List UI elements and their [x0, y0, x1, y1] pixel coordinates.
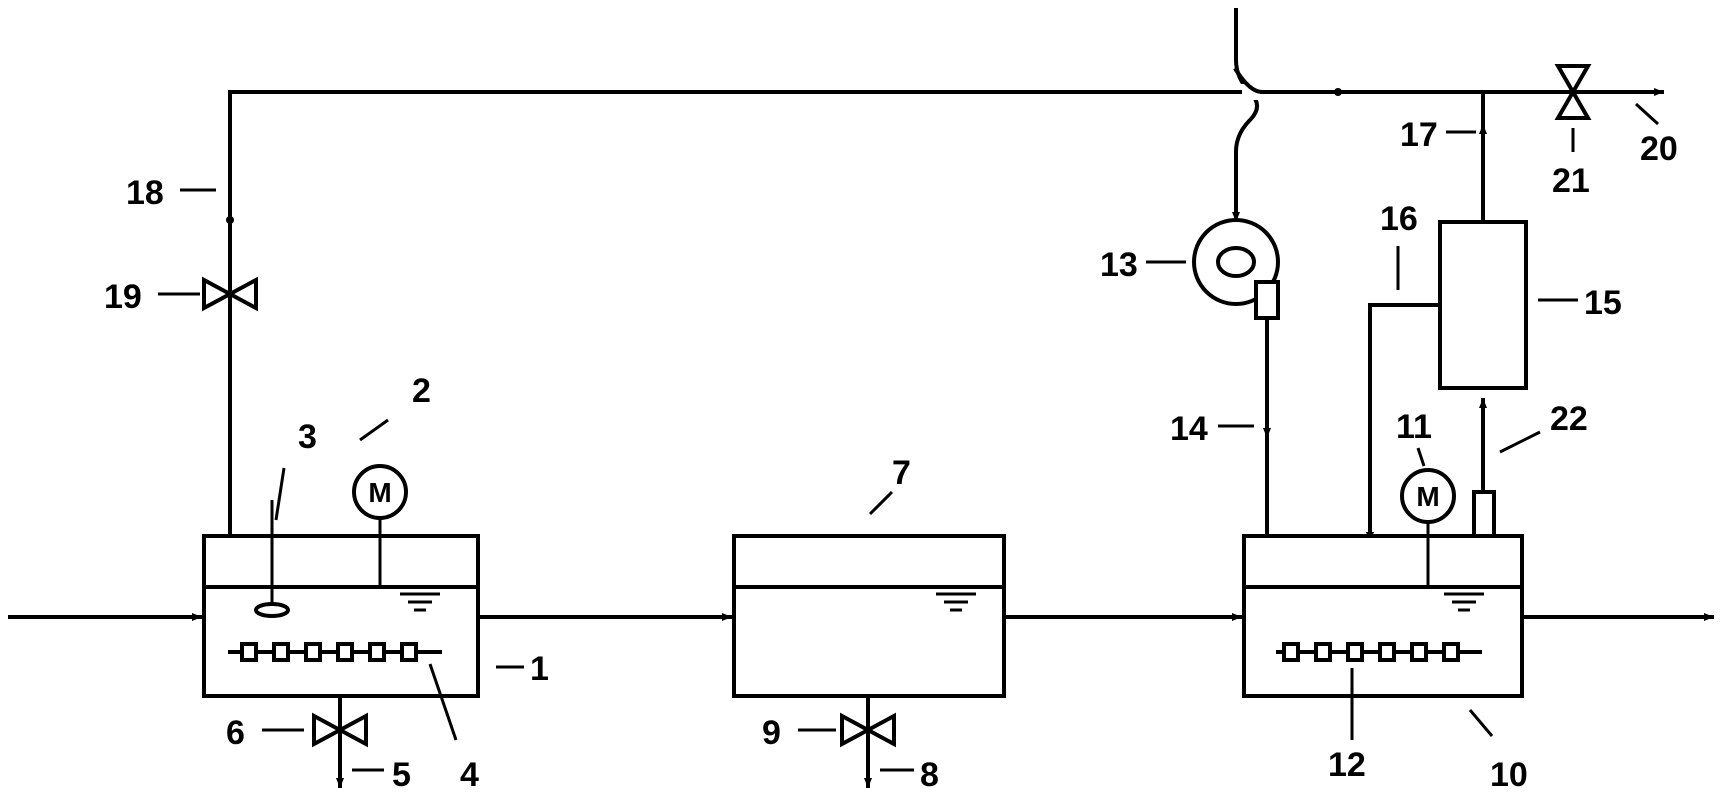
label-15: 15	[1584, 284, 1622, 322]
label-21: 21	[1552, 162, 1590, 200]
motor-2-symbol: M	[368, 477, 391, 508]
top-return-pipe	[228, 90, 1662, 662]
label-3: 3	[298, 418, 317, 456]
blower-13[interactable]	[1192, 218, 1280, 320]
label-9: 9	[762, 714, 781, 752]
water-level-icon-10	[1444, 592, 1484, 612]
water-level-icon-7	[936, 592, 976, 612]
label-6: 6	[226, 714, 245, 752]
label-19: 19	[104, 278, 142, 316]
tank-1[interactable]	[202, 534, 480, 698]
label-7: 7	[892, 454, 911, 492]
water-level-icon-1	[400, 592, 440, 612]
label-2: 2	[412, 372, 431, 410]
valve-9[interactable]	[840, 712, 896, 748]
valve-6[interactable]	[312, 712, 368, 748]
label-22: 22	[1550, 400, 1588, 438]
flow-dot-18	[226, 216, 234, 224]
pipe-crossing-gap	[1232, 84, 1270, 100]
motor-2[interactable]: M	[352, 464, 408, 588]
label-10: 10	[1490, 756, 1528, 794]
air-inlet-pipe	[1232, 8, 1259, 222]
label-20: 20	[1640, 130, 1678, 168]
inlet-bend	[1233, 67, 1265, 95]
label-13: 13	[1100, 246, 1138, 284]
label-17: 17	[1400, 116, 1438, 154]
valve-21[interactable]	[1554, 64, 1592, 152]
label-1: 1	[530, 650, 549, 688]
tank-10[interactable]	[1242, 534, 1524, 698]
label-14: 14	[1170, 410, 1208, 448]
diffuser-12	[1276, 642, 1482, 662]
label-11: 11	[1396, 408, 1432, 446]
label-8: 8	[920, 756, 939, 794]
diffuser-4	[228, 642, 442, 662]
label-18: 18	[126, 174, 164, 212]
valve-19[interactable]	[202, 276, 258, 312]
flow-dot-top	[1334, 88, 1342, 96]
leader-lines	[158, 102, 1660, 772]
pipe-16	[1366, 303, 1442, 542]
label-5: 5	[392, 756, 411, 794]
tank-7[interactable]	[732, 534, 1006, 698]
gas-outlet-22	[1472, 490, 1496, 538]
motor-11[interactable]: M	[1400, 468, 1456, 588]
stirrer-3[interactable]	[254, 500, 290, 618]
label-4: 4	[460, 756, 479, 794]
motor-11-symbol: M	[1416, 481, 1439, 512]
scrubber-15[interactable]	[1438, 220, 1528, 390]
label-12: 12	[1328, 746, 1366, 784]
label-16: 16	[1380, 200, 1418, 238]
